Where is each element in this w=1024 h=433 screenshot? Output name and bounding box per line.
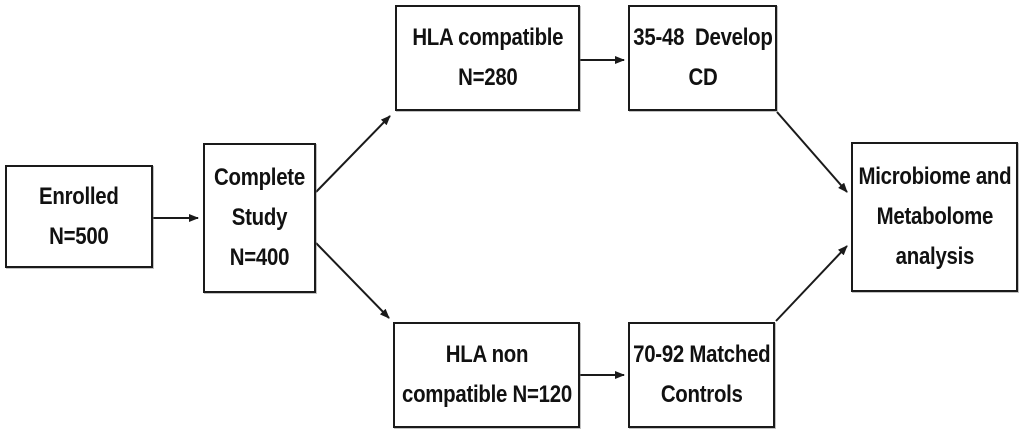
node-hla-non-compatible: HLA non compatible N=120 — [393, 322, 580, 428]
arrow-develop-cd-to-microbiome — [776, 111, 848, 193]
node-complete-study: Complete Study N=400 — [203, 143, 316, 293]
node-complete-study-label: Complete Study N=400 — [214, 164, 305, 271]
arrow-complete-study-to-hla-compatible — [315, 115, 391, 193]
node-microbiome-analysis-label: Microbiome and Metabolome analysis — [858, 163, 1011, 270]
arrow-matched-controls-to-microbiome — [775, 245, 848, 322]
arrow-complete-study-to-hla-non-compatible — [315, 242, 390, 319]
node-hla-non-compatible-label: HLA non compatible N=120 — [401, 341, 572, 408]
node-enrolled: Enrolled N=500 — [5, 165, 153, 268]
node-hla-compatible-label: HLA compatible N=280 — [412, 24, 563, 91]
node-microbiome-analysis: Microbiome and Metabolome analysis — [851, 142, 1018, 292]
node-hla-compatible: HLA compatible N=280 — [395, 5, 580, 111]
node-enrolled-label: Enrolled N=500 — [39, 182, 119, 250]
node-matched-controls-label: 70-92 Matched Controls — [632, 341, 771, 408]
node-develop-cd: 35-48 Develop CD — [628, 5, 777, 111]
node-matched-controls: 70-92 Matched Controls — [628, 322, 775, 428]
node-develop-cd-label: 35-48 Develop CD — [632, 24, 773, 91]
